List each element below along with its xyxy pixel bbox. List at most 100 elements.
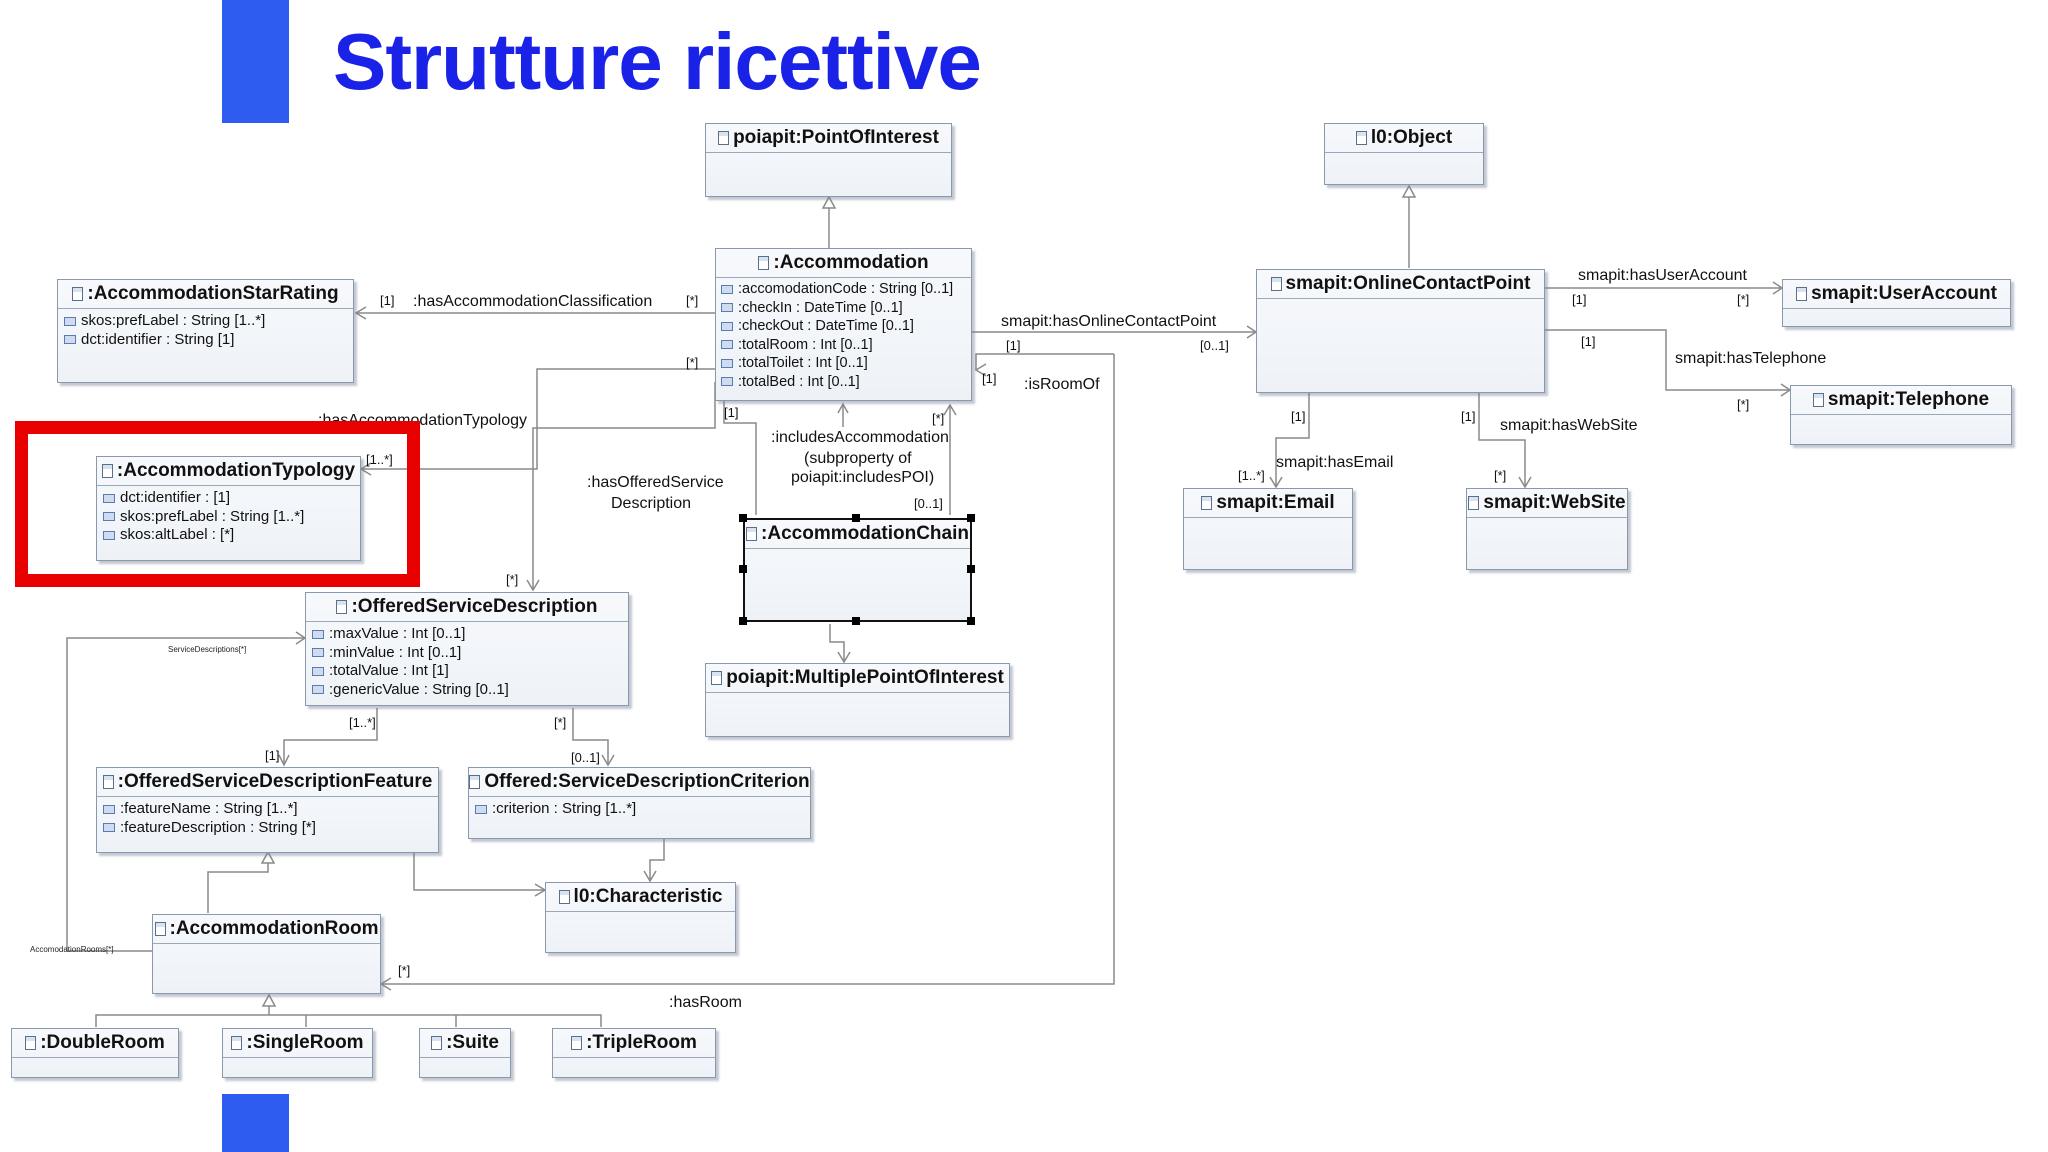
class-icon: [1355, 131, 1367, 145]
relation-label-includes-accommodation: :includesAccommodation: [771, 429, 949, 446]
attribute: :criterion : String [1..*]: [475, 800, 804, 819]
class-accommodation-chain[interactable]: :AccommodationChain: [743, 518, 972, 622]
relation-label-has-offered-service: :hasOfferedService: [587, 474, 724, 491]
attribute: skos:altLabel : [*]: [103, 526, 354, 545]
class-icon: [711, 671, 723, 685]
multiplicity: [*]: [1737, 292, 1750, 307]
class-icon: [758, 256, 770, 270]
multiplicity: [1]: [1461, 409, 1476, 424]
class-offered-service-feature-header: :OfferedServiceDescriptionFeature: [97, 768, 438, 797]
attribute-icon: [103, 512, 115, 522]
class-name: :DoubleRoom: [40, 1032, 165, 1053]
selection-handle[interactable]: [739, 565, 747, 573]
selection-handle[interactable]: [967, 617, 975, 625]
relation-label-has-website: smapit:hasWebSite: [1500, 417, 1638, 434]
class-website[interactable]: smapit:WebSite: [1466, 488, 1628, 570]
class-point-of-interest[interactable]: poiapit:PointOfInterest: [705, 123, 952, 197]
attribute: dct:identifier : [1]: [103, 489, 354, 508]
relation-label-has-classification: :hasAccommodationClassification: [413, 293, 653, 310]
class-icon: [469, 775, 481, 789]
class-online-contact-point[interactable]: smapit:OnlineContactPoint: [1256, 269, 1545, 393]
class-service-description-criterion[interactable]: Offered:ServiceDescriptionCriterion :cri…: [468, 767, 811, 839]
attribute-icon: [64, 335, 76, 345]
class-icon: [101, 464, 113, 478]
class-typology[interactable]: :AccommodationTypology dct:identifier : …: [96, 456, 361, 561]
class-name: :AccommodationStarRating: [87, 283, 339, 304]
selection-handle[interactable]: [852, 514, 860, 522]
attribute: :totalBed : Int [0..1]: [721, 373, 966, 392]
class-accommodation-room-header: :AccommodationRoom: [153, 915, 380, 944]
class-multiple-point-of-interest[interactable]: poiapit:MultiplePointOfInterest: [705, 663, 1010, 737]
class-object-header: l0:Object: [1325, 124, 1483, 153]
multiplicity: [*]: [506, 572, 519, 587]
attribute: dct:identifier : String [1]: [64, 331, 347, 350]
class-name: :OfferedServiceDescription: [351, 596, 598, 617]
class-suite-header: :Suite: [420, 1029, 510, 1058]
relation-label-is-room-of: :isRoomOf: [1024, 376, 1100, 393]
relation-label-subproperty-of: (subproperty of: [804, 450, 912, 467]
class-name: :TripleRoom: [586, 1032, 697, 1053]
selection-handle[interactable]: [967, 514, 975, 522]
class-object[interactable]: l0:Object: [1324, 123, 1484, 185]
selection-handle[interactable]: [739, 617, 747, 625]
relation-label-has-offered-service-description: Description: [611, 495, 692, 512]
class-star-rating-header: :AccommodationStarRating: [58, 280, 353, 309]
attribute-icon: [312, 685, 324, 695]
attribute-icon: [103, 530, 115, 540]
attribute-list: skos:prefLabel : String [1..*] dct:ident…: [58, 309, 353, 352]
class-name: smapit:Telephone: [1827, 389, 1990, 410]
class-offered-service-description[interactable]: :OfferedServiceDescription :maxValue : I…: [305, 592, 629, 706]
multiplicity: [1]: [1572, 292, 1587, 307]
selection-handle[interactable]: [852, 617, 860, 625]
relation-label-has-online-contact-point: smapit:hasOnlineContactPoint: [1001, 313, 1217, 330]
class-star-rating[interactable]: :AccommodationStarRating skos:prefLabel …: [57, 279, 354, 383]
selection-handle[interactable]: [967, 565, 975, 573]
attribute-icon: [103, 804, 115, 814]
class-name: :SingleRoom: [246, 1032, 364, 1053]
class-icon: [746, 527, 758, 541]
class-icon: [154, 922, 166, 936]
class-triple-room[interactable]: :TripleRoom: [552, 1028, 716, 1078]
class-point-of-interest-header: poiapit:PointOfInterest: [706, 124, 951, 153]
class-name: l0:Object: [1370, 127, 1453, 148]
multiplicity: [1]: [724, 405, 739, 420]
class-name: :AccommodationChain: [761, 523, 969, 544]
class-name: :Suite: [446, 1032, 499, 1053]
class-telephone-header: smapit:Telephone: [1791, 386, 2011, 415]
attribute-icon: [312, 666, 324, 676]
relation-label-accommodation-rooms: AccomodationRooms[*]: [30, 945, 114, 954]
class-icon: [25, 1036, 37, 1050]
class-name: :Accommodation: [773, 252, 929, 273]
class-characteristic-header: l0:Characteristic: [546, 883, 735, 912]
class-icon: [1270, 277, 1282, 291]
class-characteristic[interactable]: l0:Characteristic: [545, 882, 736, 953]
class-name: l0:Characteristic: [573, 886, 723, 907]
class-user-account[interactable]: smapit:UserAccount: [1782, 279, 2011, 327]
attribute-list: :criterion : String [1..*]: [469, 797, 810, 822]
multiplicity: [*]: [686, 293, 699, 308]
accent-bar-top: [222, 0, 289, 123]
attribute: :checkOut : DateTime [0..1]: [721, 317, 966, 336]
attribute: :minValue : Int [0..1]: [312, 644, 622, 663]
class-icon: [336, 600, 348, 614]
attribute-icon: [721, 284, 733, 294]
multiplicity: [*]: [686, 355, 699, 370]
class-offered-service-feature[interactable]: :OfferedServiceDescriptionFeature :featu…: [96, 767, 439, 853]
class-suite[interactable]: :Suite: [419, 1028, 511, 1078]
class-email[interactable]: smapit:Email: [1183, 488, 1353, 570]
class-single-room[interactable]: :SingleRoom: [222, 1028, 373, 1078]
relation-label-has-email: smapit:hasEmail: [1276, 454, 1394, 471]
class-accommodation[interactable]: :Accommodation :accomodationCode : Strin…: [715, 248, 972, 401]
attribute-list: :featureName : String [1..*] :featureDes…: [97, 797, 438, 840]
relation-label-has-room: :hasRoom: [669, 994, 742, 1011]
class-name: :AccommodationTypology: [116, 460, 356, 481]
selection-handle[interactable]: [739, 514, 747, 522]
attribute: :totalRoom : Int [0..1]: [721, 336, 966, 355]
attribute: :checkIn : DateTime [0..1]: [721, 299, 966, 318]
class-telephone[interactable]: smapit:Telephone: [1790, 385, 2012, 445]
class-double-room[interactable]: :DoubleRoom: [11, 1028, 179, 1078]
class-icon: [1812, 393, 1824, 407]
class-accommodation-room[interactable]: :AccommodationRoom: [152, 914, 381, 994]
attribute-icon: [721, 377, 733, 387]
